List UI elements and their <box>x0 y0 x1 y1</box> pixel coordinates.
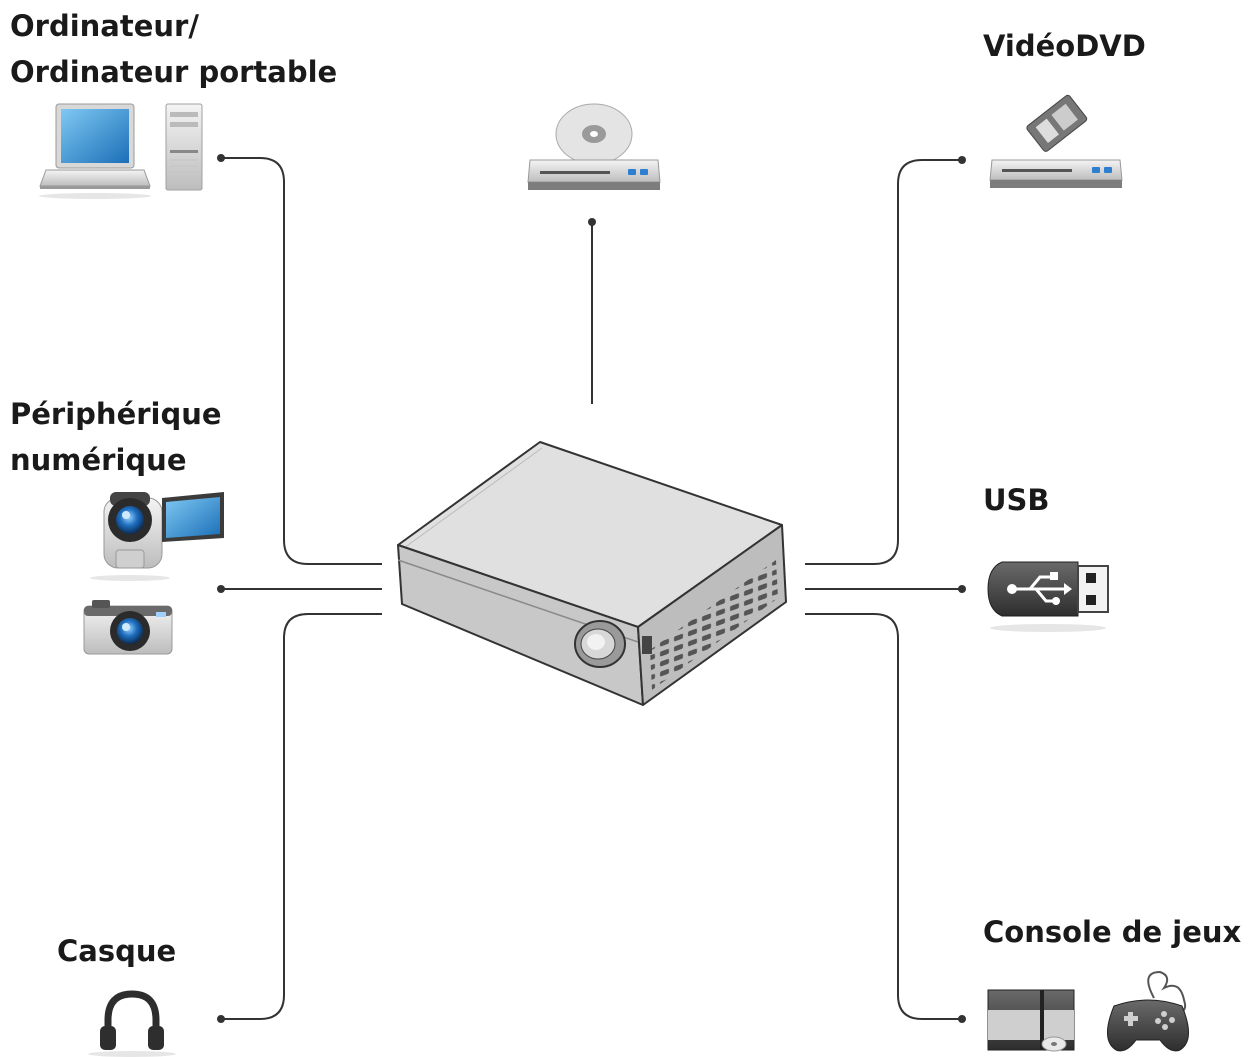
dot-video-dvd <box>958 156 966 164</box>
game-console-icon <box>987 989 1075 1052</box>
label-digital-line1: Périphérique <box>10 397 222 431</box>
camera-icon <box>83 600 173 655</box>
label-digital-line2: numérique <box>10 443 187 477</box>
line-headset <box>221 613 382 1020</box>
dot-bluray <box>588 218 596 226</box>
label-usb: USB <box>983 477 1050 523</box>
label-video-dvd: VidéoDVD <box>983 23 1146 69</box>
dot-computer <box>217 154 225 162</box>
connection-dots <box>217 154 966 1023</box>
headphones-icon <box>88 990 176 1057</box>
label-game-console-text: Console de jeux <box>983 915 1242 949</box>
label-video-dvd-text: VidéoDVD <box>983 29 1146 63</box>
label-computer-line2: Ordinateur portable <box>10 55 338 89</box>
bluray-player-icon <box>527 103 661 190</box>
projector-icon <box>397 441 787 706</box>
camcorder-icon <box>90 492 224 581</box>
label-headset-text: Casque <box>57 934 177 968</box>
laptop-icon <box>39 103 151 199</box>
label-game-console: Console de jeux <box>983 909 1241 955</box>
connection-lines <box>221 157 962 1020</box>
dot-game-console <box>958 1015 966 1023</box>
dvd-player-icon <box>989 94 1123 188</box>
line-video-dvd <box>805 159 962 565</box>
dot-headset <box>217 1015 225 1023</box>
dot-digital-device <box>217 585 225 593</box>
label-computer-line1: Ordinateur/ <box>10 9 199 43</box>
dot-usb <box>958 585 966 593</box>
desktop-tower-icon <box>165 103 203 191</box>
line-computer <box>221 157 382 565</box>
label-usb-text: USB <box>983 483 1050 517</box>
gamepad-icon <box>1107 970 1189 1052</box>
line-game-console <box>805 613 962 1020</box>
label-digital-device: Périphérique numérique <box>10 391 222 483</box>
label-computer: Ordinateur/ Ordinateur portable <box>10 3 337 95</box>
label-headset: Casque <box>57 928 176 974</box>
usb-stick-icon <box>987 561 1109 632</box>
